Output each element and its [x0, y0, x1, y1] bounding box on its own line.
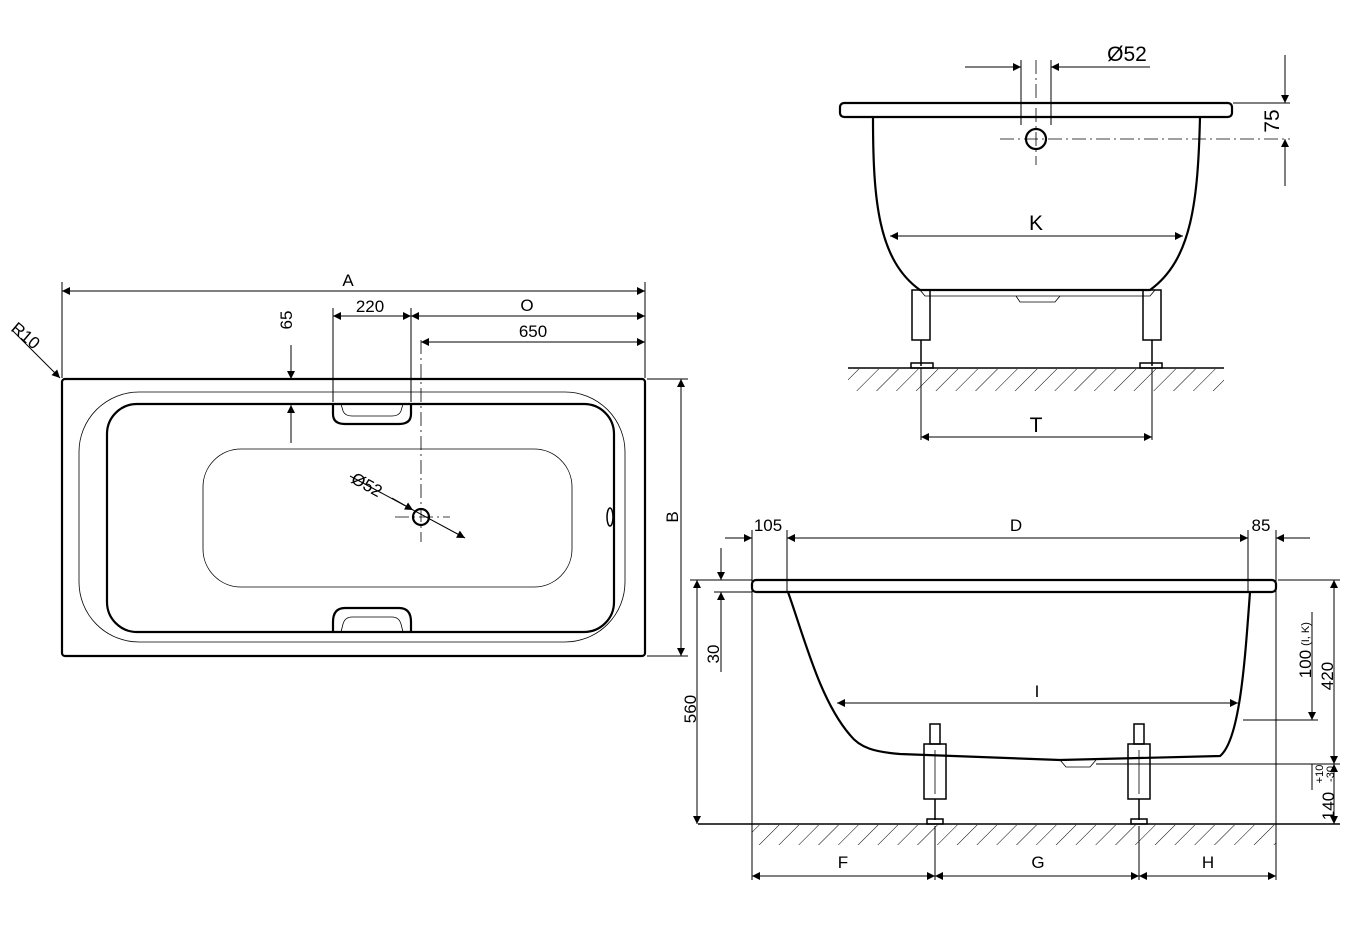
label-tol-plus: +10	[1314, 765, 1326, 784]
side-foot-left	[923, 723, 947, 825]
label-end-overflow-diameter: Ø52	[1107, 43, 1147, 66]
label-i-k-note: (I, K)	[1300, 622, 1312, 646]
label-a: A	[342, 271, 354, 290]
label-g: G	[1031, 853, 1044, 872]
handle-bottom	[331, 606, 413, 632]
label-k: K	[1029, 212, 1043, 235]
label-560: 560	[681, 695, 700, 723]
basin-outline	[105, 402, 616, 634]
handle-top-inner	[340, 403, 404, 417]
handle-top	[331, 404, 413, 426]
label-r10: R10	[7, 319, 43, 354]
side-view: 105 D 85 30 560 I 100 (I, K) 420 140 +10…	[681, 516, 1340, 880]
label-220: 220	[356, 297, 384, 316]
side-foot-right	[1127, 723, 1151, 825]
rim-inner-outline	[78, 391, 626, 643]
label-i: I	[1035, 682, 1040, 701]
label-tol-minus: -30	[1325, 766, 1337, 782]
end-basin	[871, 116, 1202, 292]
label-650: 650	[519, 322, 547, 341]
tub-outline	[60, 377, 647, 658]
label-105: 105	[754, 516, 782, 535]
handle-bottom-inner	[340, 616, 404, 633]
side-rim	[750, 578, 1278, 594]
label-drain-diameter: Ø52	[348, 469, 385, 501]
label-100: 100	[1296, 650, 1315, 678]
label-o: O	[520, 296, 533, 315]
label-30: 30	[704, 645, 723, 664]
label-f: F	[838, 853, 848, 872]
label-75: 75	[1261, 109, 1284, 132]
top-view: Ø52 A 220 O 650 65 R10 B	[7, 271, 688, 658]
label-65: 65	[277, 311, 296, 330]
basin-bottom	[202, 448, 573, 588]
label-b: B	[663, 511, 682, 522]
label-85: 85	[1252, 516, 1271, 535]
overflow-marker	[606, 507, 614, 527]
label-420: 420	[1318, 662, 1337, 690]
end-foot-right	[1139, 289, 1163, 369]
label-t: T	[1030, 414, 1043, 437]
label-h: H	[1202, 853, 1214, 872]
side-basin	[786, 591, 1252, 762]
label-d: D	[1010, 516, 1022, 535]
end-foot-left	[910, 289, 934, 369]
end-view: Ø52 75 K T	[838, 43, 1290, 441]
label-140: 140	[1319, 792, 1338, 820]
